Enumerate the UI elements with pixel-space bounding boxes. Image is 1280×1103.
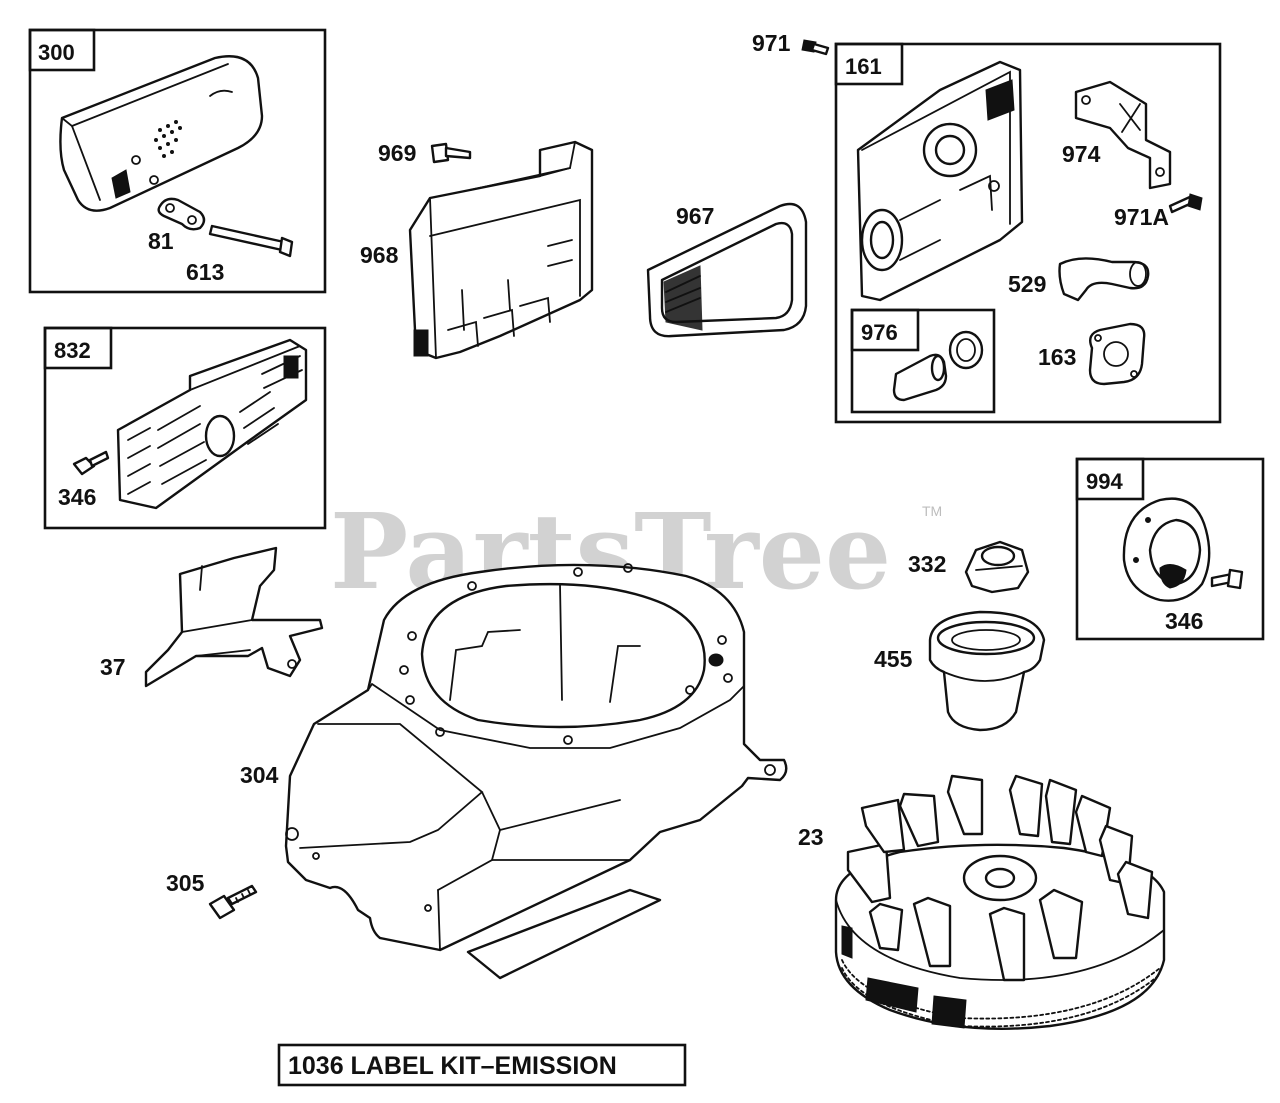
group-976-frame bbox=[850, 308, 996, 414]
muffler-part[interactable] bbox=[59, 55, 264, 212]
callout-163: 163 bbox=[1038, 344, 1076, 370]
group-976-label: 976 bbox=[861, 320, 898, 345]
callout-304: 304 bbox=[240, 762, 279, 788]
group-300-label-box bbox=[28, 28, 96, 72]
group-832-frame bbox=[43, 326, 327, 530]
part-346-screw-starter[interactable] bbox=[1210, 568, 1244, 590]
part-163-gasket[interactable] bbox=[1088, 322, 1146, 386]
group-300-label: 300 bbox=[38, 40, 75, 65]
group-994-frame bbox=[1075, 457, 1265, 641]
kit-label-text: 1036 LABEL KIT–EMISSION bbox=[288, 1052, 617, 1080]
watermark-trademark: TM bbox=[922, 503, 942, 519]
callout-81: 81 bbox=[148, 228, 174, 254]
part-971-screw[interactable] bbox=[801, 39, 830, 56]
part-37-air-guide[interactable] bbox=[144, 546, 324, 688]
group-994-label: 994 bbox=[1086, 469, 1123, 494]
starter-cup-part[interactable] bbox=[1122, 497, 1211, 602]
group-161-label: 161 bbox=[845, 54, 882, 79]
part-968-air-cleaner-base[interactable] bbox=[408, 140, 594, 360]
valve-part[interactable] bbox=[892, 330, 984, 402]
callout-529: 529 bbox=[1008, 271, 1046, 297]
callout-23: 23 bbox=[798, 824, 824, 850]
callout-974: 974 bbox=[1062, 141, 1101, 167]
callout-969: 969 bbox=[378, 140, 416, 166]
part-529-fuel-line[interactable] bbox=[1058, 257, 1150, 302]
callout-971A: 971A bbox=[1114, 204, 1169, 230]
group-994-starter-cup[interactable]: 994 346 bbox=[1075, 457, 1265, 641]
part-332-nut[interactable] bbox=[964, 540, 1030, 594]
callout-613: 613 bbox=[186, 259, 224, 285]
group-161-frame bbox=[834, 42, 1222, 424]
group-161-label-box bbox=[834, 42, 904, 86]
part-974-bracket[interactable] bbox=[1074, 80, 1172, 190]
callout-968: 968 bbox=[360, 242, 399, 268]
part-967-air-filter[interactable] bbox=[646, 202, 808, 338]
part-971A-screw[interactable] bbox=[1168, 193, 1203, 214]
group-832-muffler-guard[interactable]: 832 346 bbox=[43, 326, 327, 530]
part-304-blower-housing[interactable] bbox=[284, 563, 788, 980]
callout-37: 37 bbox=[100, 654, 126, 680]
kit-label-frame bbox=[277, 1043, 687, 1087]
callout-332: 332 bbox=[908, 551, 946, 577]
part-969-screw[interactable] bbox=[430, 142, 472, 164]
callout-455: 455 bbox=[874, 646, 913, 672]
group-161-carburetor[interactable]: 161 974 971A 529 bbox=[834, 42, 1222, 424]
group-976-label-box bbox=[850, 308, 920, 352]
group-832-label: 832 bbox=[54, 338, 91, 363]
callout-305: 305 bbox=[166, 870, 205, 896]
muffler-guard-part[interactable] bbox=[116, 338, 308, 510]
part-305-screw[interactable] bbox=[208, 884, 258, 920]
callout-967: 967 bbox=[676, 203, 714, 229]
carburetor-body[interactable] bbox=[856, 60, 1024, 302]
group-300-muffler[interactable]: 300 81 613 bbox=[28, 28, 327, 294]
callout-971: 971 bbox=[752, 30, 791, 56]
group-976-valve[interactable]: 976 bbox=[850, 308, 996, 414]
part-613-bolt[interactable] bbox=[208, 224, 294, 258]
part-23-flywheel[interactable] bbox=[834, 774, 1166, 1030]
part-81-gasket[interactable] bbox=[157, 197, 206, 231]
callout-346-starter: 346 bbox=[1165, 608, 1203, 634]
group-832-label-box bbox=[43, 326, 113, 370]
group-300-frame bbox=[28, 28, 327, 294]
part-346-screw-guard[interactable] bbox=[72, 450, 110, 476]
callout-346-guard: 346 bbox=[58, 484, 96, 510]
kit-label-1036[interactable]: 1036 LABEL KIT–EMISSION bbox=[277, 1043, 687, 1087]
group-994-label-box bbox=[1075, 457, 1145, 501]
part-455-screen[interactable] bbox=[928, 610, 1046, 732]
